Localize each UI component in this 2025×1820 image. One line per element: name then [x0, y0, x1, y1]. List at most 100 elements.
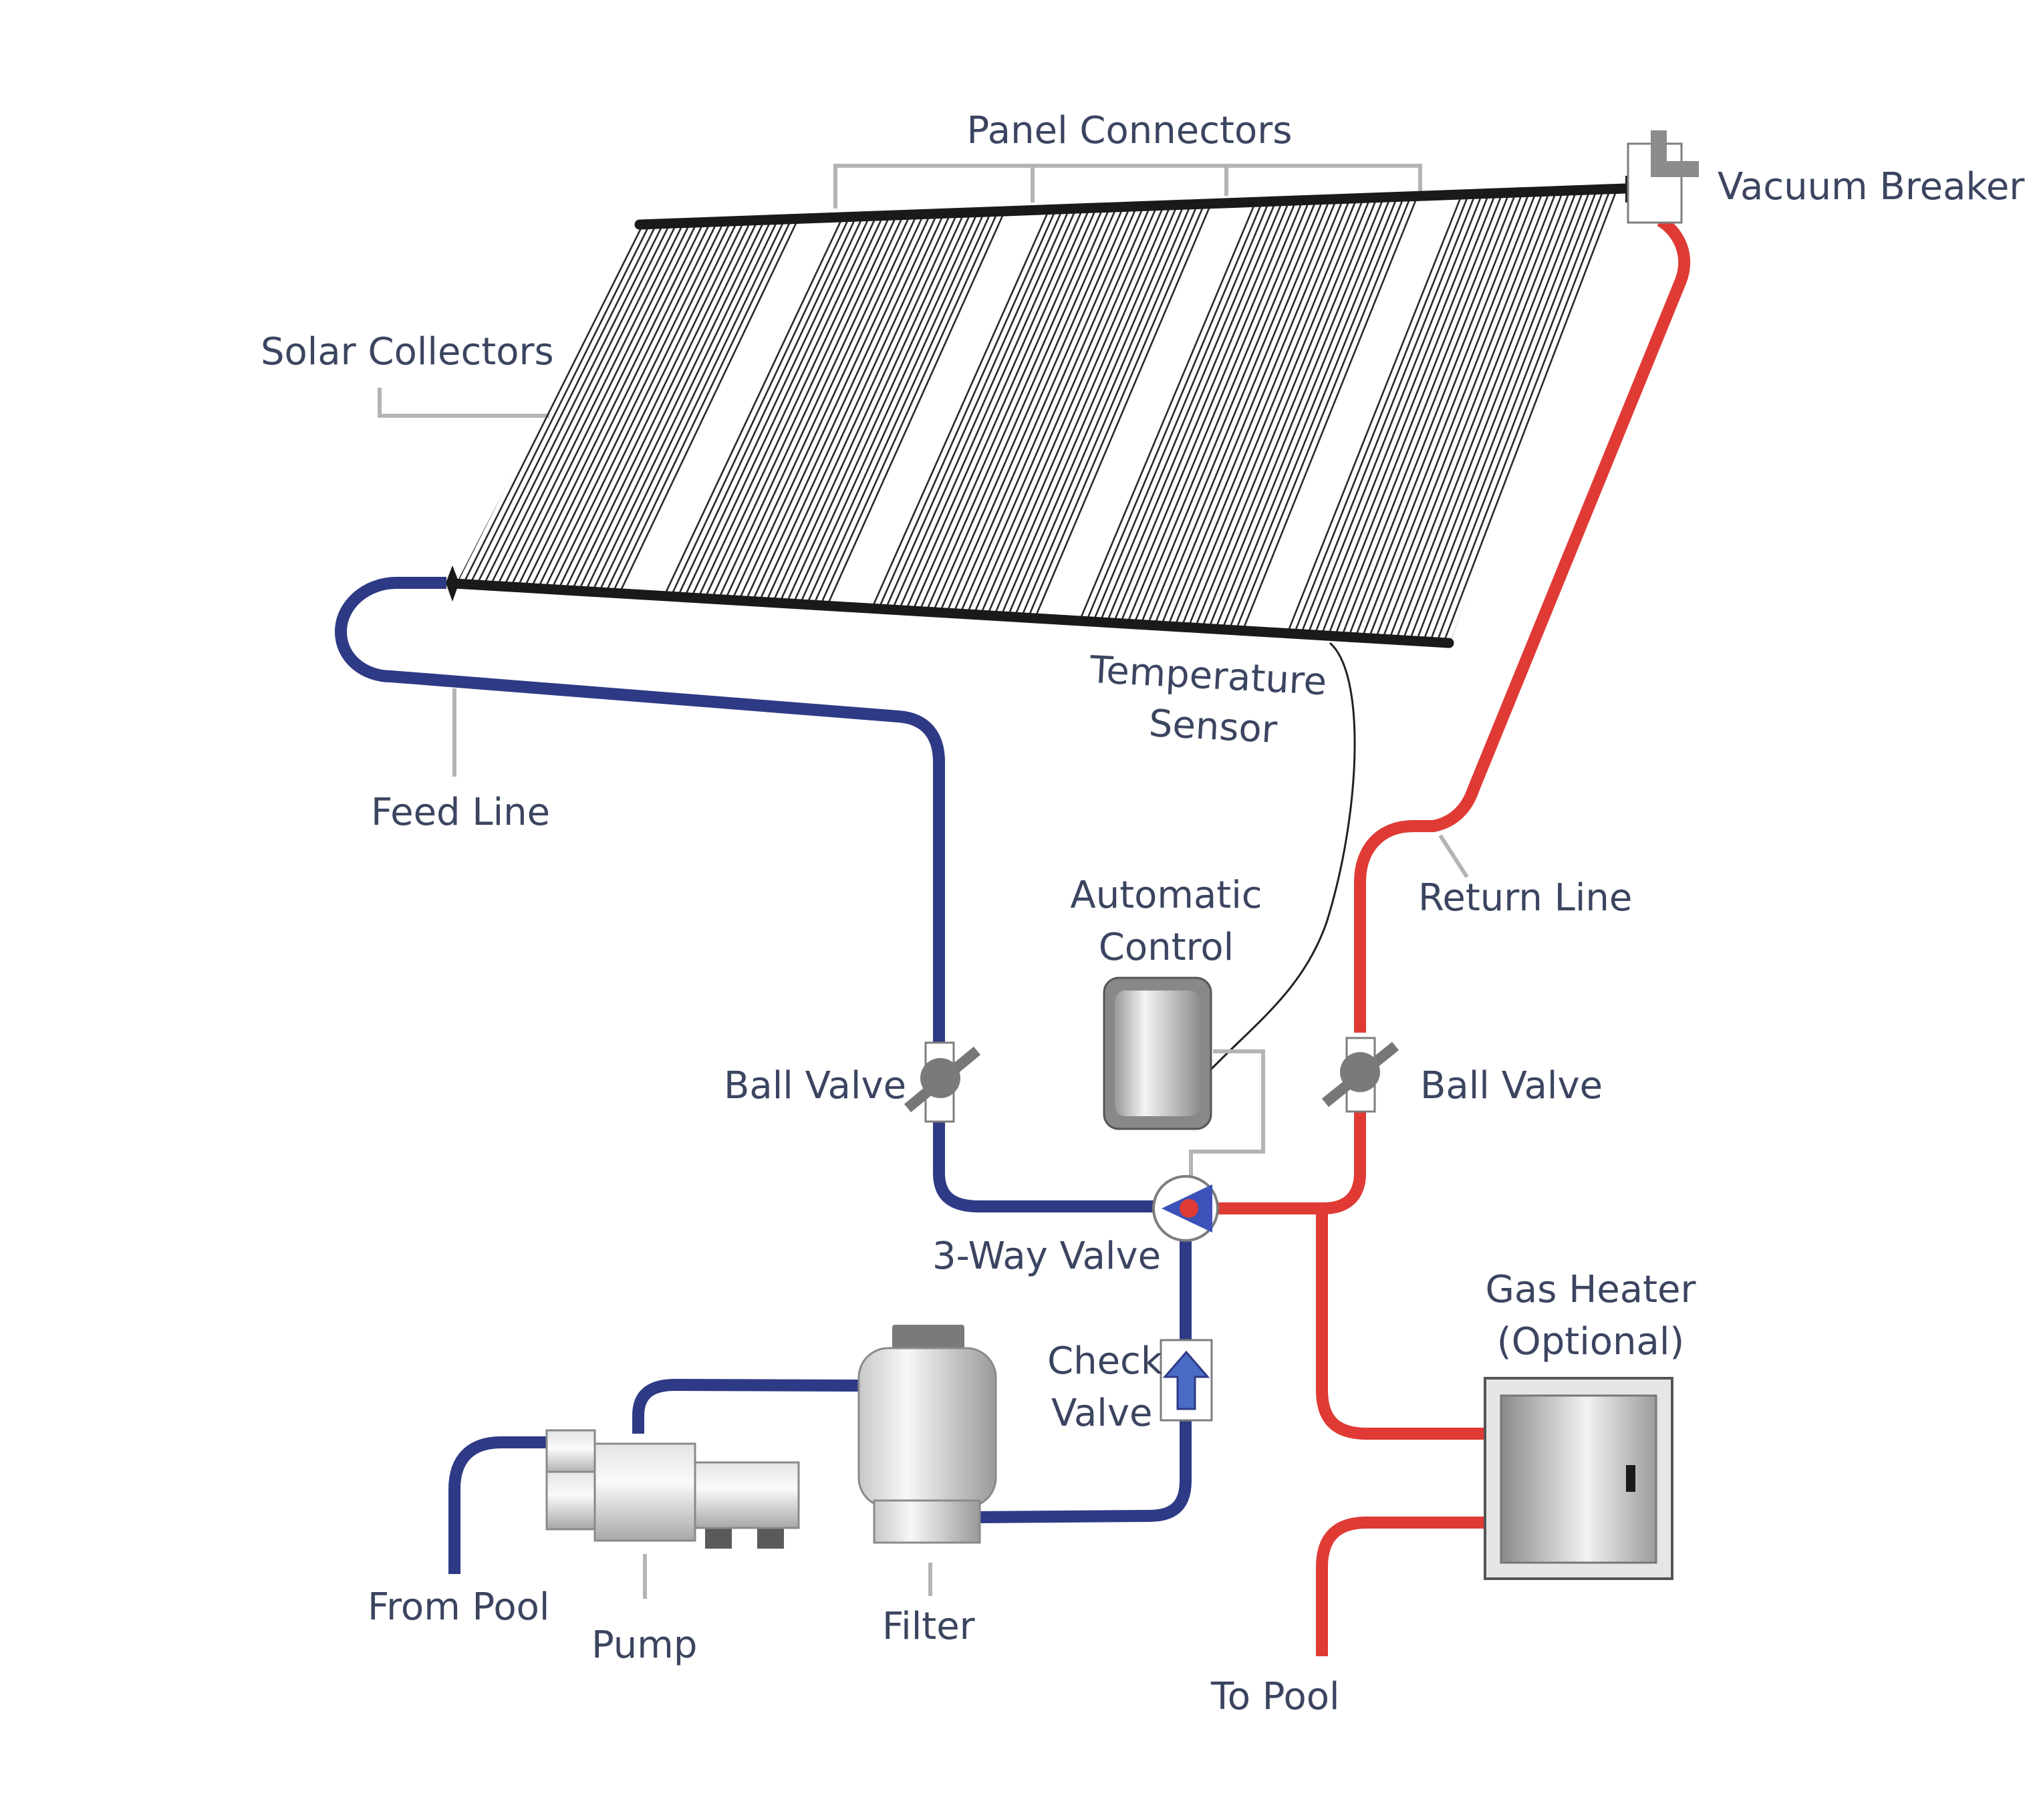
collector-tube: [1186, 193, 1366, 632]
collector-tube: [1240, 191, 1420, 635]
ball-valve-left[interactable]: [904, 1041, 981, 1123]
collector-tube: [910, 203, 1093, 616]
vacuum-breaker: [1625, 130, 1699, 224]
panel-connectors-leader: [833, 164, 1422, 209]
collector-tube: [1117, 196, 1299, 628]
collector-tube: [1421, 189, 1599, 642]
collector-tube: [1226, 192, 1407, 634]
collector-tube: [1172, 194, 1353, 631]
collector-tube: [950, 202, 1133, 618]
label-three-way-valve: 3-Way Valve: [932, 1234, 1161, 1278]
collector-tube: [791, 208, 974, 608]
collector-tube: [467, 219, 653, 589]
collector-tube: [770, 209, 954, 607]
collector-tube: [1220, 192, 1400, 634]
label-ball-valve-left: Ball Valve: [724, 1064, 906, 1108]
pump-to-filter-pipe: [632, 1379, 859, 1434]
label-from-pool: From Pool: [368, 1585, 549, 1629]
collector-tube: [501, 218, 686, 591]
collector-tube: [991, 201, 1174, 620]
to-pool-pipe: [1316, 1517, 1485, 1656]
collector-tube: [964, 201, 1146, 619]
collector-tube: [1413, 189, 1593, 642]
collector-tube: [1407, 189, 1586, 642]
from-pool-pipe: [448, 1436, 547, 1574]
collector-tube: [1353, 189, 1532, 642]
collector-tube: [824, 207, 1008, 610]
hot-pipes: [1212, 215, 1691, 1656]
label-panel-connectors: Panel Connectors: [967, 109, 1293, 152]
collector-tube: [1199, 193, 1379, 633]
collector-tube: [682, 212, 866, 602]
collector-tube: [1152, 194, 1333, 630]
collector-tube: [1005, 200, 1187, 621]
three-way-valve[interactable]: [1152, 1175, 1219, 1242]
collector-tube: [575, 215, 761, 596]
collector-tube: [583, 215, 767, 596]
collector-tube: [1434, 189, 1613, 642]
collector-tube: [1019, 199, 1200, 622]
solar-collectors: [454, 189, 1617, 642]
collector-tube: [1097, 197, 1278, 627]
collector-tube: [1346, 189, 1525, 642]
collector-tube: [1025, 199, 1207, 622]
collector-tube: [1325, 189, 1505, 640]
collector-tube: [1319, 189, 1498, 640]
collector-tube: [971, 201, 1153, 619]
collector-top-header: [634, 183, 1631, 230]
return-line-lower-pipe: [1212, 1110, 1366, 1214]
collector-tube: [797, 207, 980, 609]
label-check-valve-2: Valve: [1051, 1392, 1152, 1435]
cold-pipes: [335, 577, 1192, 1574]
collector-tube: [742, 209, 926, 606]
feed-line-lower-pipe: [933, 1120, 1160, 1212]
collector-tube: [890, 204, 1072, 614]
collector-tube: [1441, 189, 1617, 642]
collector-tube: [481, 219, 666, 590]
return-line-leader: [1438, 834, 1469, 878]
ball-valve-right[interactable]: [1321, 1037, 1399, 1113]
collector-tube: [1091, 197, 1272, 626]
collector-tube: [716, 211, 900, 604]
collector-tube: [875, 205, 1059, 614]
collector-tubes: [454, 189, 1617, 642]
collector-tube: [777, 208, 960, 608]
collector-tube: [596, 215, 781, 597]
label-vacuum-breaker: Vacuum Breaker: [1718, 165, 2025, 209]
collector-tube: [1206, 192, 1387, 633]
collector-tube: [783, 208, 967, 608]
label-filter: Filter: [882, 1605, 976, 1648]
collector-tube: [1138, 195, 1319, 629]
collector-tube: [555, 216, 740, 594]
pump: [545, 1429, 800, 1549]
check-valve[interactable]: [1160, 1339, 1213, 1422]
feed-line-pipe: [335, 577, 945, 1043]
automatic-control-box[interactable]: [1103, 977, 1212, 1130]
collector-tube: [1400, 189, 1579, 642]
temperature-sensor-wire: [1210, 642, 1356, 1071]
collector-tube: [1393, 189, 1573, 642]
check-to-filter-pipe: [978, 1420, 1192, 1523]
collector-bottom-cap: [446, 565, 459, 602]
collector-tube: [528, 217, 714, 593]
collector-tube: [1111, 196, 1292, 628]
control-wiring: [1189, 1049, 1265, 1178]
collector-tube: [749, 209, 934, 606]
collector-tube: [1104, 197, 1285, 627]
label-check-valve: Check: [1047, 1339, 1163, 1383]
collector-tube: [896, 204, 1079, 615]
collector-tube: [1285, 190, 1464, 638]
collector-tube: [610, 214, 795, 598]
collector-tube: [494, 219, 680, 591]
collector-tube: [487, 219, 673, 590]
collector-tube: [1233, 192, 1413, 635]
filter: [857, 1325, 997, 1544]
collector-tube: [1124, 196, 1305, 628]
collector-tube: [616, 214, 801, 598]
collector-tube: [1366, 189, 1546, 642]
collector-tube: [736, 210, 920, 605]
collector-tube: [1179, 194, 1359, 632]
collector-tube: [957, 202, 1139, 618]
collector-tube: [924, 203, 1106, 616]
collector-tube: [702, 211, 886, 603]
